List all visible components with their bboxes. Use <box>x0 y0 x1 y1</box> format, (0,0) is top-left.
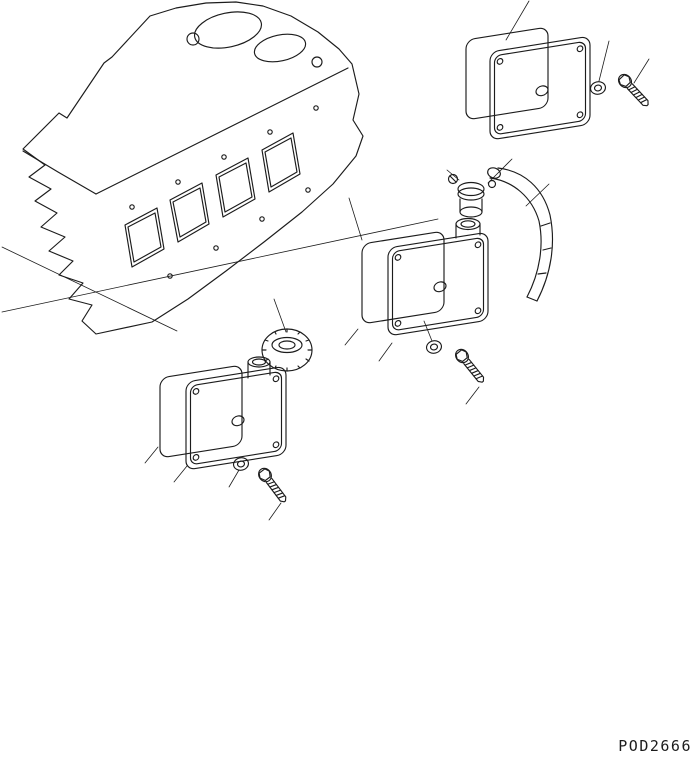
leader-front-gasket <box>144 446 159 464</box>
cylinder-bore-opening <box>253 33 307 63</box>
leader-rear-washer <box>598 40 610 82</box>
leader-long-lower <box>1 218 439 313</box>
leader-rear-bolt <box>633 58 650 84</box>
front-cover-bolt <box>255 465 291 506</box>
leader-center-cover <box>378 342 393 362</box>
leader-center-bolt <box>465 386 480 405</box>
leader-front-cover <box>173 465 188 483</box>
engine-block <box>22 1 364 335</box>
figure-code: POD2666 <box>618 737 692 755</box>
leader-long-cross <box>1 246 178 332</box>
leader-front-bolt <box>268 502 282 521</box>
hose-clamp <box>447 173 497 201</box>
center-head-cover <box>387 231 489 337</box>
oil-filler-cap <box>261 328 313 372</box>
cover-bolt-holes <box>129 105 319 279</box>
leader-front-washer <box>228 469 240 488</box>
rear-cover-gasket <box>465 26 549 121</box>
front-cover-washer <box>231 455 251 473</box>
top-face-hole <box>186 32 200 46</box>
engine-block-silhouette <box>22 1 364 335</box>
leader-center-gasket-top <box>348 197 363 241</box>
center-cover-washer <box>424 338 444 356</box>
center-cover-filler-neck <box>455 217 481 239</box>
leader-clamp-screw <box>446 169 460 181</box>
leader-breather-tube <box>525 183 550 207</box>
breather-tube <box>487 167 554 302</box>
leader-center-gasket <box>344 328 359 346</box>
head-side-ports <box>124 132 301 268</box>
engine-block-top-crease <box>95 67 349 195</box>
engine-block-end-crease <box>22 150 97 195</box>
center-cover-bolt <box>452 346 489 386</box>
front-cover-filler-neck <box>247 356 271 379</box>
cap-knurling <box>261 328 313 372</box>
front-head-cover <box>185 365 287 471</box>
front-cover-gasket <box>159 364 243 459</box>
leader-hose-clamp <box>487 158 513 184</box>
leader-rear-gasket <box>505 0 530 41</box>
center-cover-gasket <box>361 230 445 325</box>
leader-lines <box>1 0 650 521</box>
top-face-hole <box>311 56 323 68</box>
rear-head-cover <box>489 35 591 141</box>
leader-center-washer <box>423 320 433 342</box>
leader-filler-cap <box>273 298 287 333</box>
rear-cover-washer <box>588 79 608 97</box>
breather-elbow <box>459 198 483 218</box>
rear-cover-bolt <box>615 71 653 110</box>
cylinder-bore-opening <box>193 11 263 49</box>
